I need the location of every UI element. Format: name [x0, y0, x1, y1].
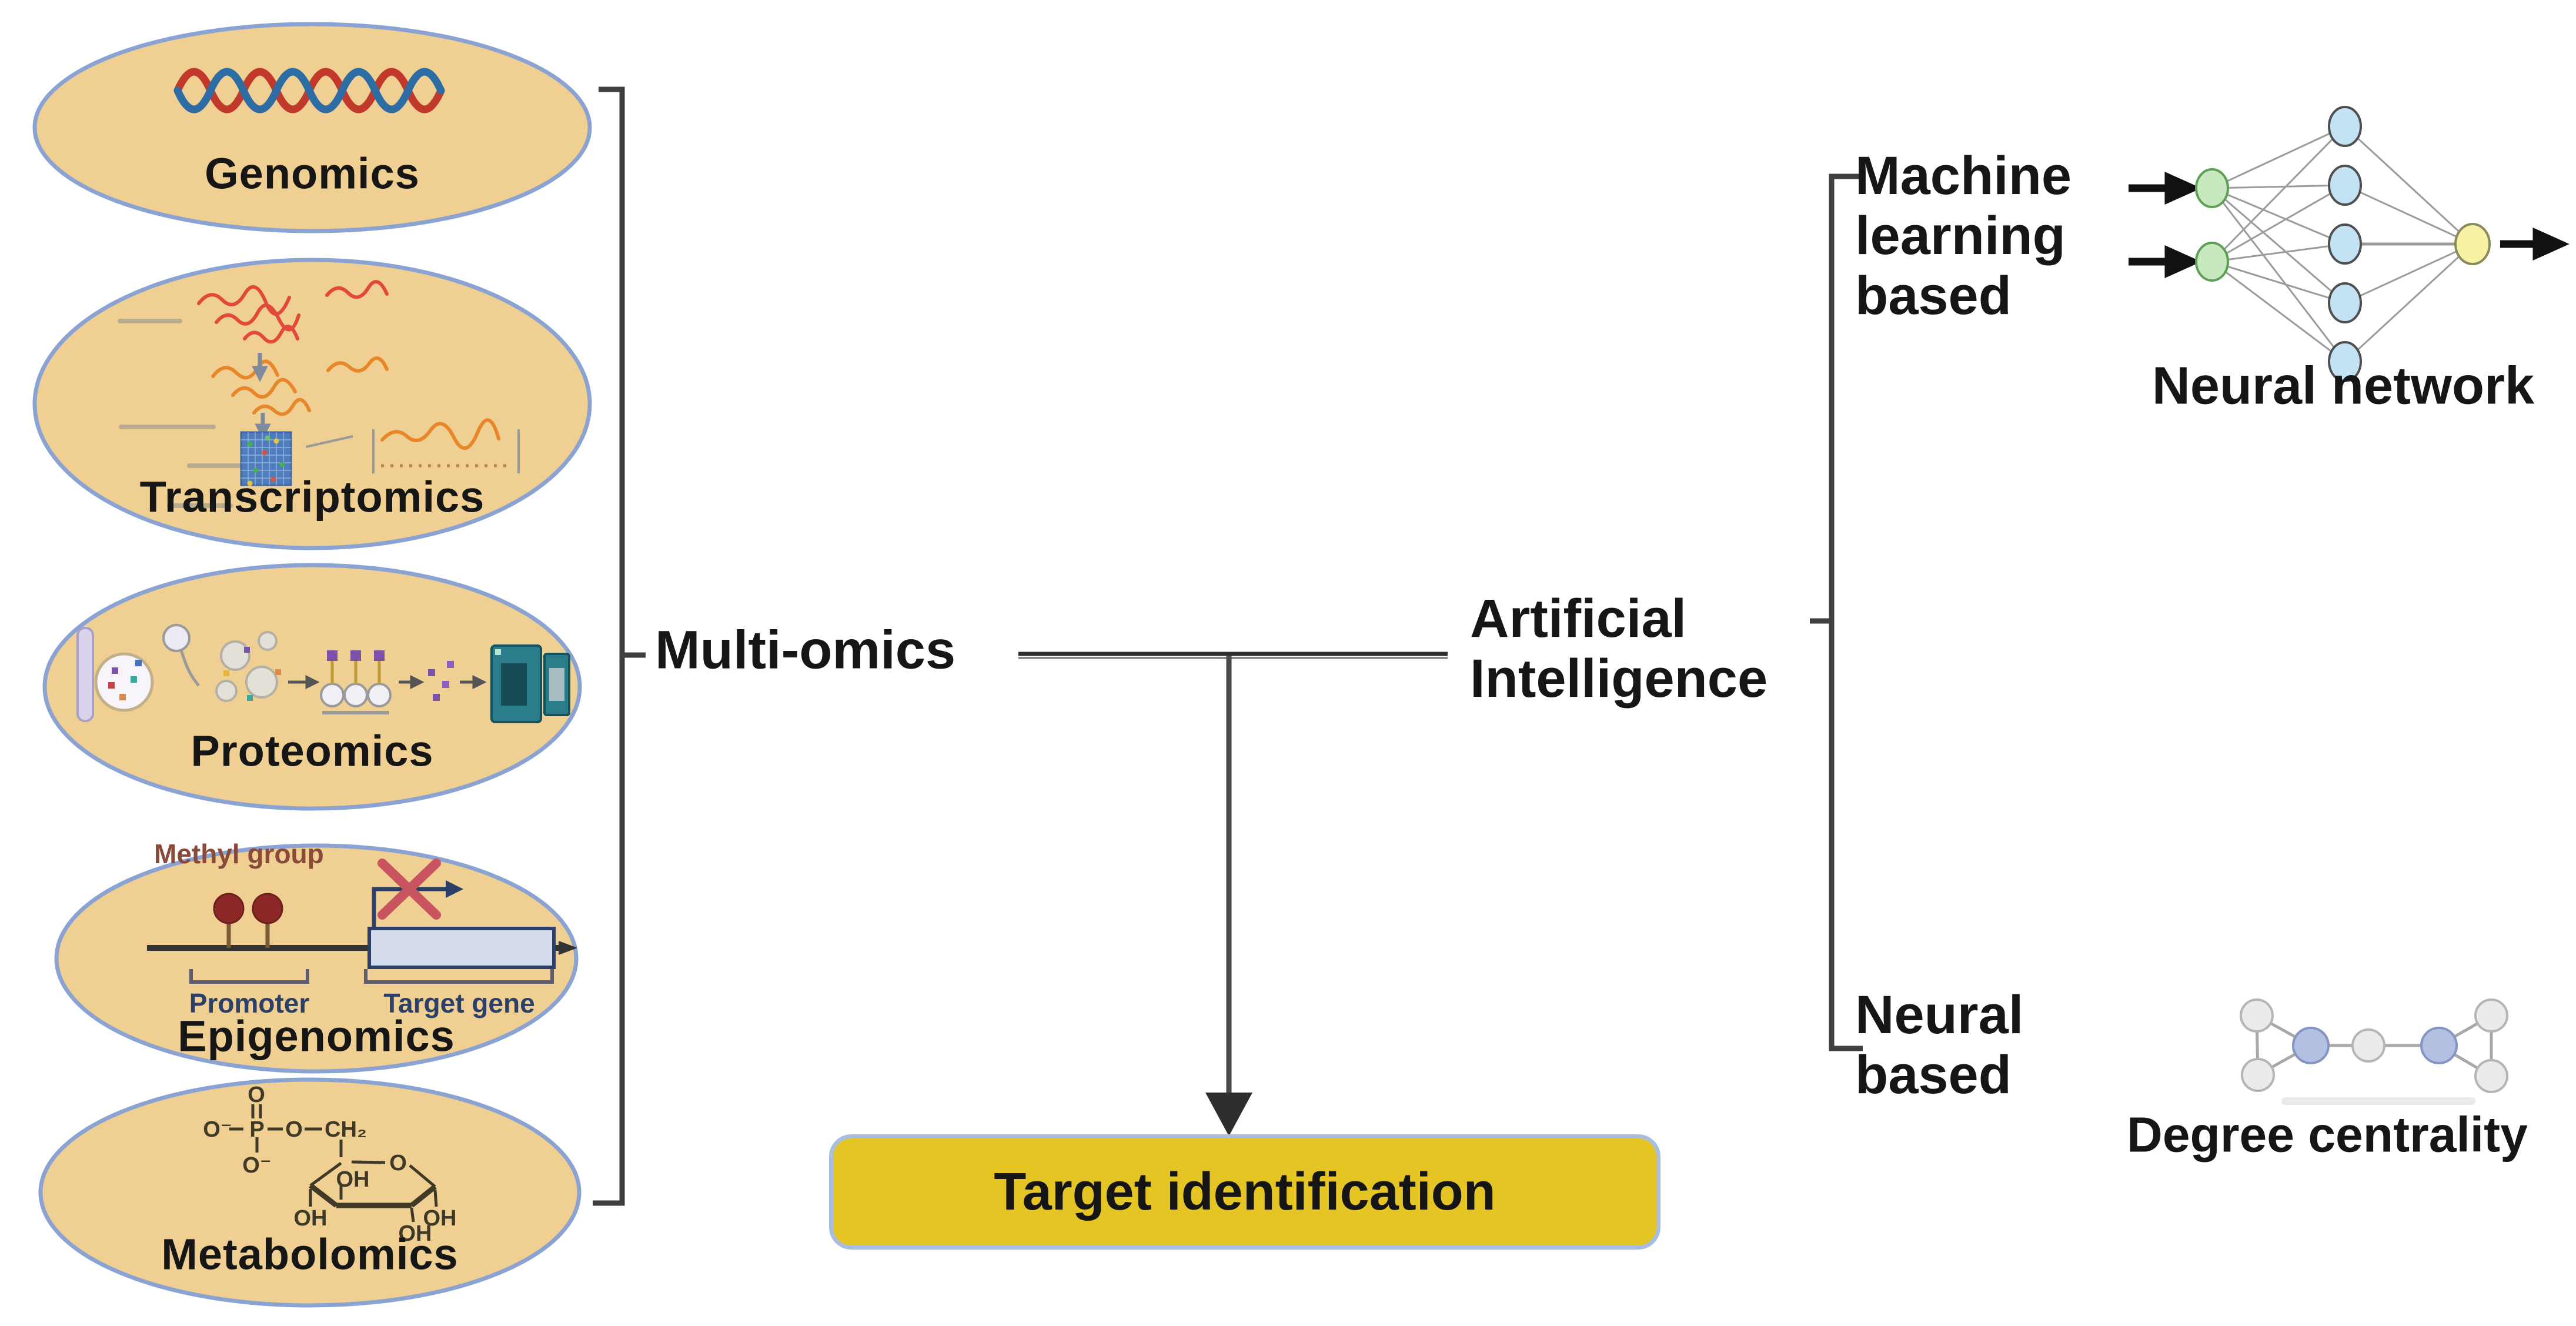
- nb-line-1: Neural: [1855, 985, 2024, 1045]
- input-arrow-icon: [2129, 171, 2201, 279]
- atom-label: O: [248, 1083, 265, 1107]
- label-genomics: Genomics: [205, 149, 420, 198]
- methyl-lollipop-icon: [213, 893, 283, 948]
- dna-helix-icon: [173, 68, 445, 113]
- blocked-transcription-arrow-icon: [372, 880, 463, 928]
- degree-centrality-graph: [2240, 998, 2508, 1105]
- ml-line-1: Machine: [1855, 146, 2072, 206]
- neural-network-caption: Neural network: [2151, 356, 2535, 416]
- vial-rack-icon: [320, 650, 392, 714]
- degree-centrality-caption: Degree centrality: [2127, 1107, 2528, 1163]
- artificial-intelligence-label: Artificial Intelligence: [1470, 589, 1768, 709]
- atom-label: OH: [423, 1206, 457, 1231]
- multi-omics-label: Multi-omics: [655, 620, 956, 680]
- gene-box: [367, 927, 556, 969]
- ml-line-2: learning: [1855, 206, 2066, 266]
- atom-label: CH₂: [325, 1117, 367, 1142]
- mass-spectrometer-icon: [490, 644, 570, 723]
- proteomics-workflow-icon: [76, 624, 570, 723]
- target-gene-label: Target gene: [383, 988, 535, 1018]
- atom-label: O⁻: [242, 1153, 272, 1178]
- read-alignment-icon: [305, 429, 520, 473]
- label-proteomics: Proteomics: [191, 726, 434, 776]
- atom-label: O⁻: [203, 1117, 232, 1142]
- output-arrow-icon: [2500, 227, 2570, 261]
- red-x-icon: [377, 859, 441, 920]
- dc-hub-node: [2292, 1027, 2458, 1064]
- range-bracket-icon: [189, 969, 554, 984]
- dc-node: [2240, 998, 2508, 1093]
- flow-arrow-icon: [460, 674, 487, 690]
- ellipse-epigenomics: [54, 843, 579, 1074]
- nb-line-2: based: [1855, 1045, 2012, 1105]
- connector-arrow-down: [1205, 656, 1252, 1136]
- probe-icon: [162, 624, 200, 687]
- protein-cluster-icon: [215, 631, 281, 702]
- atom-label: OH: [294, 1206, 328, 1231]
- promoter-label: Promoter: [189, 988, 310, 1018]
- metabolite-molecule-icon: O O⁻ P O CH₂ O⁻ O OH OH OH OH: [203, 1083, 456, 1246]
- rna-squiggles-icon: [118, 280, 520, 508]
- label-epigenomics: Epigenomics: [178, 1011, 455, 1061]
- neural-network-diagram: [2129, 106, 2570, 382]
- peptide-fragments-icon: [428, 661, 454, 701]
- microarray-grid-icon: [240, 431, 292, 486]
- right-bracket: [1810, 173, 1863, 1051]
- atom-label: OH: [399, 1221, 432, 1246]
- down-arrow-icon: [252, 353, 271, 440]
- label-transcriptomics: Transcriptomics: [139, 472, 485, 522]
- test-tube-icon: [76, 627, 94, 722]
- nn-input-node: [2195, 168, 2229, 282]
- ai-line-2: Intelligence: [1470, 649, 1768, 709]
- atom-label: O: [389, 1151, 407, 1175]
- ai-line-1: Artificial: [1470, 589, 1687, 649]
- methyl-group-label: Methyl group: [154, 839, 324, 869]
- neural-based-label: Neural based: [1855, 985, 2023, 1105]
- atom-label: O: [285, 1117, 303, 1142]
- ellipse-transcriptomics: [32, 258, 592, 550]
- flow-arrow-icon: [288, 674, 320, 690]
- atom-label: P: [249, 1117, 264, 1142]
- left-bracket: [593, 86, 646, 1206]
- target-identification-label: Target identification: [994, 1162, 1496, 1221]
- nn-output-node: [2454, 223, 2491, 265]
- target-identification-box: Target identification: [829, 1134, 1660, 1250]
- nn-hidden-node: [2328, 106, 2362, 382]
- connector-horizontal: [1018, 652, 1448, 659]
- petri-dish-icon: [94, 652, 154, 712]
- flow-arrow-icon: [399, 674, 425, 690]
- ml-line-3: based: [1855, 266, 2012, 326]
- label-metabolomics: Metabolomics: [161, 1230, 459, 1279]
- atom-label: OH: [336, 1167, 370, 1192]
- ellipse-genomics: [32, 22, 592, 233]
- machine-learning-label: Machine learning based: [1855, 146, 2072, 326]
- epigenomics-diagram-icon: [147, 859, 577, 984]
